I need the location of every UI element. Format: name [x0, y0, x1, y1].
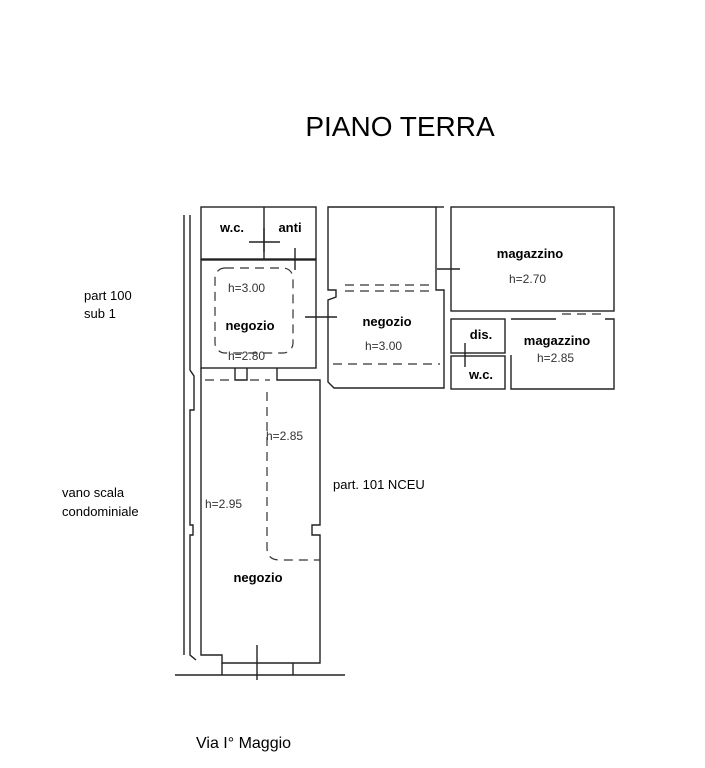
height-label: h=2.85 [537, 351, 574, 365]
room-negozio-2: negozio h=3.00 [327, 206, 445, 389]
note-part-101: part. 101 NCEU [333, 477, 425, 492]
height-label: h=2.80 [228, 349, 265, 363]
room-label-negozio: negozio [362, 314, 411, 329]
room-label-magazzino: magazzino [524, 333, 591, 348]
room-label-dis: dis. [470, 327, 492, 342]
room-magazzino-1: magazzino h=2.70 [437, 206, 615, 315]
height-label: h=2.85 [266, 429, 303, 443]
plan-title: PIANO TERRA [305, 111, 495, 142]
height-label: h=2.95 [205, 497, 242, 511]
note-condominiale: condominiale [62, 504, 139, 519]
room-label-wc: w.c. [219, 220, 244, 235]
room-label-magazzino: magazzino [497, 246, 564, 261]
note-part-100: part 100 [84, 288, 132, 303]
room-negozio-3: h=2.85 h=2.95 negozio [175, 368, 345, 680]
note-sub-1: sub 1 [84, 306, 116, 321]
room-label-anti: anti [278, 220, 301, 235]
room-label-wc: w.c. [468, 367, 493, 382]
outer-wall-left [183, 215, 197, 661]
room-label-negozio: negozio [225, 318, 274, 333]
height-label: h=2.70 [509, 272, 546, 286]
height-label: h=3.00 [365, 339, 402, 353]
street-label: Via I° Maggio [196, 735, 291, 752]
room-wc-anti: w.c. anti [200, 206, 317, 270]
room-magazzino-2: magazzino h=2.85 [510, 318, 615, 390]
room-label-negozio: negozio [233, 570, 282, 585]
height-label: h=3.00 [228, 281, 265, 295]
room-dis-wc: dis. w.c. [450, 318, 506, 390]
room-negozio-1: h=3.00 negozio h=2.80 [200, 259, 337, 369]
note-vano-scala: vano scala [62, 485, 125, 500]
